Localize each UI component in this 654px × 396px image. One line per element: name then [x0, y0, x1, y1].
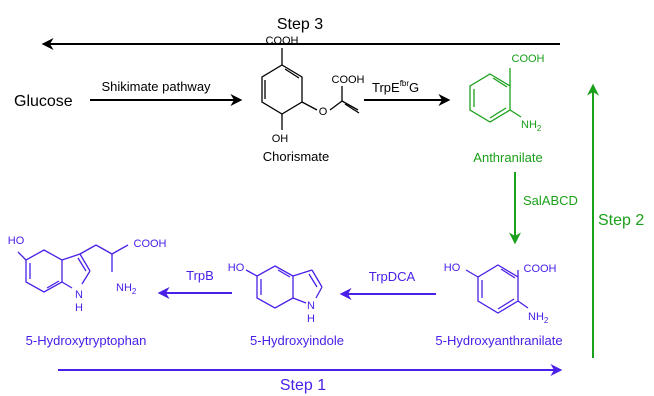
hydroxyanthranilate-structure: [465, 264, 529, 314]
step1-label: Step 1: [280, 377, 326, 394]
hydroxytryptophan-cooh: COOH: [134, 238, 167, 250]
step3-label: Step 3: [277, 16, 323, 33]
trpdca-label: TrpDCA: [369, 269, 416, 284]
hydroxyindole-label: 5-Hydroxyindole: [250, 333, 344, 348]
anthranilate-label: Anthranilate: [473, 150, 542, 165]
hydroxytryptophan-structure: [17, 244, 129, 293]
hydroxyanthranilate-label: 5-Hydroxyanthranilate: [435, 333, 562, 348]
anthranilate-structure: [469, 68, 522, 123]
chorismate-cooh2: COOH: [332, 74, 365, 86]
hydroxyindole-structure: [245, 265, 323, 309]
hydroxyindole-n: N: [307, 300, 315, 312]
step2-label: Step 2: [598, 212, 644, 229]
hydroxyanthranilate-cooh: COOH: [524, 263, 557, 275]
chorismate-oh: OH: [272, 133, 289, 145]
hydroxyanthranilate-nh2: NH2: [528, 311, 549, 325]
hydroxytryptophan-ho: HO: [8, 235, 25, 247]
hydroxytryptophan-h: H: [75, 302, 83, 314]
hydroxytryptophan-label: 5-Hydroxytryptophan: [26, 333, 147, 348]
salabcd-label: SalABCD: [523, 193, 578, 208]
glucose-label: Glucose: [14, 93, 73, 110]
anthranilate-cooh: COOH: [512, 53, 545, 65]
anthranilate-nh2: NH2: [521, 119, 542, 133]
hydroxytryptophan-nh2: NH2: [116, 282, 137, 296]
hydroxyindole-ho: HO: [228, 262, 245, 274]
chorismate-o: O: [319, 106, 328, 118]
shikimate-label: Shikimate pathway: [101, 79, 211, 94]
chorismate-cooh: COOH: [266, 35, 299, 47]
hydroxyindole-h: H: [307, 313, 315, 325]
hydroxytryptophan-n: N: [75, 289, 83, 301]
hydroxyanthranilate-ho: HO: [444, 262, 461, 274]
chorismate-label: Chorismate: [263, 149, 329, 164]
trpb-label: TrpB: [186, 268, 214, 283]
chorismate-structure: [261, 48, 360, 130]
trpe-label: TrpEfbrG: [372, 79, 419, 95]
